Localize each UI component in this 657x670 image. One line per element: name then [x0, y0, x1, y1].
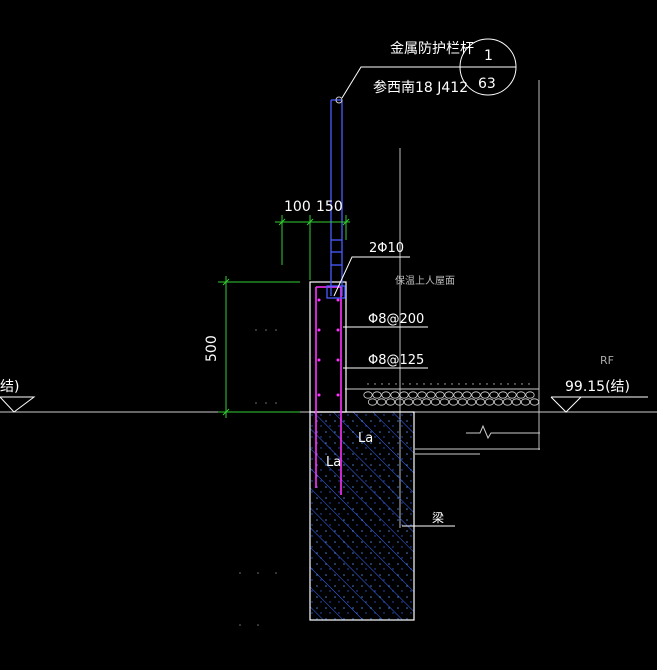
dim-100: 100 [284, 199, 311, 215]
gravel-dot [493, 383, 495, 385]
pebble [421, 398, 432, 406]
pebble [439, 398, 450, 406]
callout-leader [341, 66, 467, 99]
gravel-dot [472, 383, 474, 385]
gravel-dot [367, 383, 369, 385]
pebble [426, 391, 436, 399]
pebble [475, 398, 486, 406]
pebble [457, 398, 468, 406]
gravel-dot [465, 383, 467, 385]
pebble [466, 398, 477, 406]
pebble [417, 391, 427, 399]
pebble [493, 398, 504, 406]
pebble [520, 398, 531, 406]
gravel-dot [430, 383, 432, 385]
pebble [511, 398, 522, 406]
pebble [403, 398, 414, 406]
level-right-value: 99.15(结) [565, 379, 630, 395]
railing-cap [335, 96, 343, 104]
gravel-dot [402, 383, 404, 385]
pebble [489, 391, 499, 399]
concrete-beam-dots [310, 412, 414, 620]
label-beam: 梁 [432, 510, 444, 525]
gravel-dot [458, 383, 460, 385]
pebble [484, 398, 495, 406]
pebble [525, 391, 535, 399]
gravel-dot [528, 383, 530, 385]
gravel-dot [388, 383, 390, 385]
gravel-dot [416, 383, 418, 385]
callout-title: 金属防护栏杆 [390, 41, 474, 57]
pebble [498, 391, 508, 399]
dimension-top [275, 215, 350, 280]
railing-post [326, 99, 346, 299]
gravel-dot [514, 383, 516, 385]
parapet [309, 281, 347, 413]
pebble [529, 398, 540, 406]
gravel-dot [500, 383, 502, 385]
gravel-dot [423, 383, 425, 385]
break-symbol [466, 424, 540, 440]
pebble [480, 391, 490, 399]
pebble [385, 398, 396, 406]
label-stirrup-1: Φ8@200 [368, 312, 424, 327]
label-top-bars: 2Φ10 [369, 241, 404, 256]
pebble [367, 398, 378, 406]
stirrup-dots [317, 298, 340, 397]
pebble [394, 398, 405, 406]
pebble [471, 391, 481, 399]
pebble [372, 391, 382, 399]
gravel-dot [507, 383, 509, 385]
label-stirrup-2: Φ8@125 [368, 353, 424, 368]
detail-sheet: 63 [478, 76, 496, 92]
pebble [376, 398, 387, 406]
pebble [448, 398, 459, 406]
pebble [390, 391, 400, 399]
pebble [453, 391, 463, 399]
label-anchor-left: La [326, 455, 341, 470]
level-right-code: RF [600, 354, 614, 367]
gravel-dot [381, 383, 383, 385]
gravel-dot [374, 383, 376, 385]
label-roof-layer: 保温上人屋面 [395, 274, 455, 287]
pebble [412, 398, 423, 406]
gravel-dot [444, 383, 446, 385]
gravel-dot [437, 383, 439, 385]
pebble [399, 391, 409, 399]
gravel-dot [409, 383, 411, 385]
level-marker-left [0, 396, 36, 413]
gravel-dot [395, 383, 397, 385]
dimension-left [218, 276, 300, 418]
level-triangle-right [550, 396, 582, 413]
pebble [444, 391, 454, 399]
callout-ref: 参西南18 J412 [373, 79, 468, 96]
pebble [516, 391, 526, 399]
faint-marks [239, 329, 277, 626]
leader-top-bars [333, 256, 410, 297]
gravel-dot [479, 383, 481, 385]
gravel-dot [521, 383, 523, 385]
pebble [435, 391, 445, 399]
pebble [408, 391, 418, 399]
pebble [507, 391, 517, 399]
level-left-text: 结) [0, 379, 19, 395]
pebble [430, 398, 441, 406]
dim-500: 500 [204, 335, 220, 362]
detail-number: 1 [484, 48, 493, 64]
gravel-dot [486, 383, 488, 385]
label-anchor-right: La [358, 431, 373, 446]
pebble [462, 391, 472, 399]
pebble [381, 391, 391, 399]
pebble [363, 391, 373, 399]
pebble [502, 398, 513, 406]
insulation-layer [363, 383, 540, 406]
gravel-dot [451, 383, 453, 385]
dim-150: 150 [316, 199, 343, 215]
